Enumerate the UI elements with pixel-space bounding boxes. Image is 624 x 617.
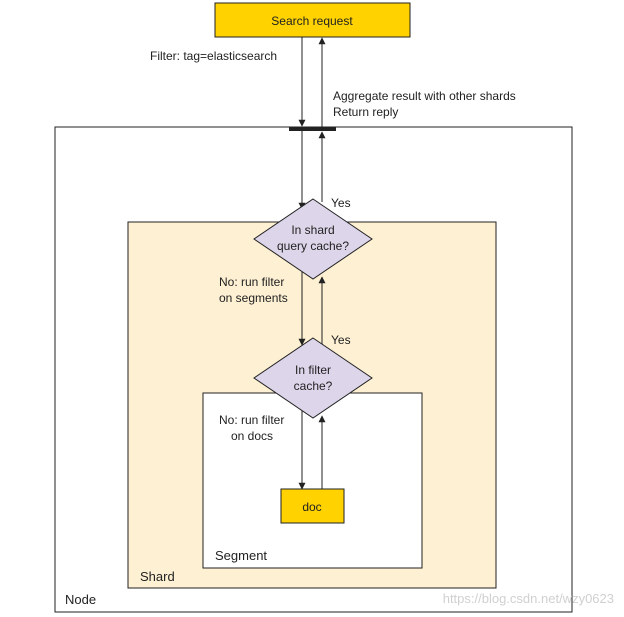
shard-cache-line1: In shard (291, 223, 334, 237)
no-docs-line1: No: run filter (219, 413, 284, 427)
aggregate-line2: Return reply (333, 105, 398, 119)
yes-shard-label: Yes (331, 196, 351, 210)
shard-cache-line2: query cache? (277, 239, 349, 253)
segment-label: Segment (215, 548, 267, 563)
filter-cache-line1: In filter (295, 363, 331, 377)
doc-label: doc (302, 500, 321, 514)
watermark: https://blog.csdn.net/wzy0623 (443, 591, 614, 606)
filter-label: Filter: tag=elasticsearch (150, 49, 277, 63)
filter-cache-line2: cache? (294, 379, 333, 393)
node-label: Node (65, 592, 96, 607)
search-request-box (214, 2, 411, 38)
shard-label: Shard (140, 569, 175, 584)
aggregate-line1: Aggregate result with other shards (333, 89, 516, 103)
no-docs-line2: on docs (231, 429, 273, 443)
no-segments-line1: No: run filter (219, 275, 284, 289)
shard-query-cache-diamond (253, 198, 373, 280)
search-request-label: Search request (271, 14, 353, 28)
doc-box (280, 488, 345, 524)
yes-filter-label: Yes (331, 333, 351, 347)
no-segments-line2: on segments (219, 291, 288, 305)
node-entry-bar (289, 127, 336, 131)
filter-cache-diamond (253, 337, 373, 419)
